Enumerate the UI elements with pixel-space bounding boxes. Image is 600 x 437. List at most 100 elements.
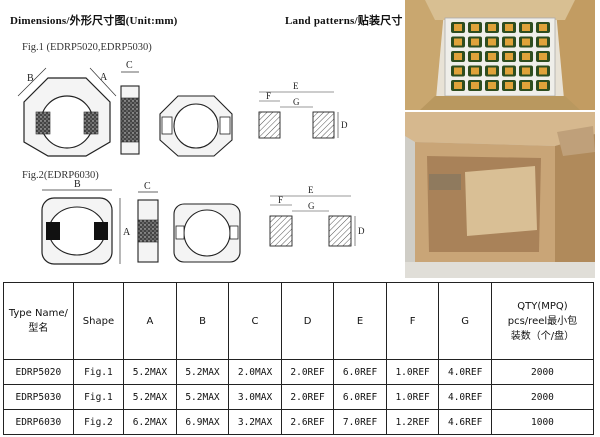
dim-letter-g-fig2: G [308, 201, 315, 211]
cell-f: 1.0REF [385, 359, 440, 385]
inductor-band [471, 67, 479, 75]
dim-letter-a: A [100, 72, 108, 83]
cell-e: 6.0REF [333, 359, 387, 385]
inductor-band [454, 67, 462, 75]
dimensions-heading: Dimensions/外形尺寸图(Unit:mm) [10, 15, 178, 27]
dim-letter-e-fig2: E [308, 185, 314, 195]
cell-type: EDRP5020 [3, 359, 74, 385]
cell-b: 6.9MAX [175, 409, 230, 435]
fig2-top-view: B A [41, 179, 131, 265]
inductor-band [539, 24, 547, 31]
inductor-band [454, 82, 462, 89]
inductor-band [539, 67, 547, 75]
cell-e: 7.0REF [333, 409, 387, 435]
header-c: C [228, 282, 282, 360]
cell-g: 4.6REF [438, 409, 492, 435]
inductor-band [505, 38, 513, 46]
packaging-photo-bottom [405, 112, 595, 278]
dim-letter-e: E [293, 81, 299, 91]
inductor-band [539, 82, 547, 89]
cell-qty: 2000 [490, 359, 595, 385]
dim-letter-f: F [266, 91, 271, 101]
cell-a: 5.2MAX [123, 384, 177, 410]
inductor-band [454, 24, 462, 31]
packaging-photo-top [405, 0, 595, 110]
cell-b: 5.2MAX [175, 384, 230, 410]
inductor-band [471, 24, 479, 31]
spec-table: Type Name/ 型名 Shape A B C D E F G QTY(MP… [3, 282, 595, 435]
cell-f: 1.2REF [385, 409, 440, 435]
header-a: A [123, 282, 177, 360]
table-row: EDRP6030 Fig.2 6.2MAX 6.9MAX 3.2MAX 2.6R… [3, 409, 595, 435]
dim-letter-d-fig2: D [358, 226, 365, 236]
table-row: EDRP5020 Fig.1 5.2MAX 5.2MAX 2.0MAX 2.0R… [3, 359, 595, 385]
inductor-band [522, 38, 530, 46]
fig2-land-pattern: E F G D [269, 185, 365, 247]
inductor-band [471, 53, 479, 60]
cell-qty: 1000 [490, 409, 595, 435]
cell-c: 3.2MAX [228, 409, 282, 435]
dim-letter-c-fig2: C [144, 181, 151, 192]
cell-d: 2.6REF [280, 409, 335, 435]
inductor-band [488, 53, 496, 60]
table-row: EDRP5030 Fig.1 5.2MAX 5.2MAX 3.0MAX 2.0R… [3, 384, 595, 410]
header-g: G [438, 282, 492, 360]
cell-shape: Fig.2 [72, 409, 125, 435]
technical-drawings: B A C E F G D B A [17, 60, 365, 265]
fig1-top-view: B A [17, 67, 117, 157]
fig2-side-view: C [137, 181, 159, 263]
dim-letter-f-fig2: F [278, 195, 283, 205]
header-shape: Shape [72, 282, 125, 360]
dim-letter-b: B [27, 73, 34, 84]
cell-type: EDRP6030 [3, 409, 74, 435]
inductor-band [488, 24, 496, 31]
cell-c: 3.0MAX [228, 384, 282, 410]
cell-f: 1.0REF [385, 384, 440, 410]
inductor-band [471, 38, 479, 46]
dim-letter-g: G [293, 97, 300, 107]
cell-a: 6.2MAX [123, 409, 177, 435]
cell-d: 2.0REF [280, 359, 335, 385]
header-qty: QTY(MPQ) pcs/reel最小包 装数（个/盘） [490, 282, 595, 360]
cell-d: 2.0REF [280, 384, 335, 410]
dim-letter-b-fig2: B [74, 179, 81, 190]
dim-letter-c: C [126, 60, 133, 71]
inductor-band [522, 67, 530, 75]
cell-b: 5.2MAX [175, 359, 230, 385]
header-f: F [385, 282, 440, 360]
inductor-band [488, 67, 496, 75]
inductor-band [488, 38, 496, 46]
inductor-band [454, 38, 462, 46]
inductor-band [539, 53, 547, 60]
cell-c: 2.0MAX [228, 359, 282, 385]
inductor-band [522, 24, 530, 31]
header-type-name: Type Name/ 型名 [3, 282, 74, 360]
fig2-label: Fig.2(EDRP6030) [22, 170, 99, 181]
inductor-band [505, 53, 513, 60]
header-d: D [280, 282, 335, 360]
fig1-land-pattern: E F G D [258, 81, 348, 139]
cell-g: 4.0REF [438, 359, 492, 385]
inductor-band [505, 82, 513, 89]
cell-qty: 2000 [490, 384, 595, 410]
inductor-band [505, 24, 513, 31]
fig2-bottom-view [173, 203, 241, 263]
cell-type: EDRP5030 [3, 384, 74, 410]
inductor-band [454, 53, 462, 60]
cell-e: 6.0REF [333, 384, 387, 410]
cell-a: 5.2MAX [123, 359, 177, 385]
inductor-band [522, 82, 530, 89]
inductor-band [471, 82, 479, 89]
inductor-band [539, 38, 547, 46]
dim-letter-d: D [341, 120, 348, 130]
cell-shape: Fig.1 [72, 384, 125, 410]
inductor-band [505, 67, 513, 75]
inductor-band [488, 82, 496, 89]
dim-letter-a-fig2: A [123, 227, 131, 238]
fig1-bottom-view [159, 95, 233, 157]
header-b: B [175, 282, 230, 360]
fig1-label: Fig.1 (EDRP5020,EDRP5030) [22, 42, 152, 53]
inductor-band [522, 53, 530, 60]
land-patterns-heading: Land patterns/贴装尺寸 [285, 15, 403, 27]
header-e: E [333, 282, 387, 360]
